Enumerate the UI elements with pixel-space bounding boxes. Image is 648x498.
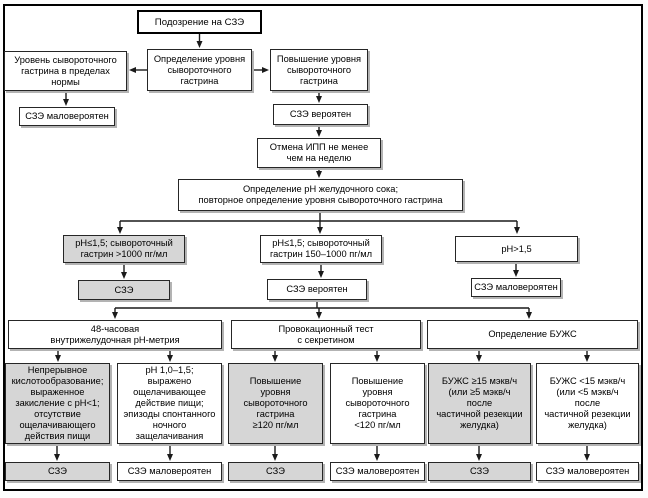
node-branch-high-gastrin: рН≤1,5; сывороточный гастрин >1000 пг/мл [63, 235, 185, 263]
node-test-secretin: Провокационный тест с секретином [231, 320, 421, 349]
node-result-sze-1: СЗЭ [5, 462, 110, 481]
node-result-unlikely-2: СЗЭ маловероятен [330, 462, 425, 481]
node-result-unlikely-3: СЗЭ маловероятен [536, 462, 639, 481]
node-suspicion: Подозрение на СЗЭ [137, 10, 262, 34]
node-result-unlikely-1: СЗЭ маловероятен [117, 462, 222, 481]
node-sze-likely-1: СЗЭ вероятен [273, 104, 368, 125]
node-sze-unlikely-1: СЗЭ маловероятен [19, 107, 115, 126]
node-branch-mid-gastrin: рН≤1,5; сывороточный гастрин 150–1000 пг… [260, 235, 382, 263]
node-branch-high-ph: рН>1,5 [455, 236, 578, 262]
node-serum-gastrin-test: Определение уровня сывороточного гастрин… [147, 49, 252, 91]
node-ppi-withdrawal: Отмена ИПП не менее чем на неделю [257, 138, 381, 168]
node-test-bao: Определение БУЖС [427, 320, 638, 349]
node-out-gastrin-rise-low: Повышение уровня сывороточного гастрина … [330, 363, 425, 444]
node-sze-likely-2: СЗЭ вероятен [267, 279, 367, 300]
node-out-continuous-acid: Непрерывное кислотообразование; выраженн… [5, 363, 110, 444]
node-sze-unlikely-2: СЗЭ маловероятен [471, 278, 561, 297]
node-sze-confirmed-1: СЗЭ [78, 280, 170, 300]
node-ph-gastrin-retest: Определение рН желудочного сока; повторн… [178, 179, 463, 211]
node-out-alkalizing: рН 1,0–1,5; выражено ощелачивающее дейст… [117, 363, 222, 444]
node-elevated-gastrin-level: Повышение уровня сывороточного гастрина [270, 49, 368, 91]
node-normal-gastrin-level: Уровень сывороточного гастрина в предела… [4, 51, 127, 91]
node-out-bao-high: БУЖС ≥15 мэкв/ч (или ≥5 мэкв/ч после час… [428, 363, 531, 444]
node-result-sze-2: СЗЭ [228, 462, 323, 481]
node-out-bao-low: БУЖС <15 мэкв/ч (или <5 мэкв/ч после час… [536, 363, 639, 444]
node-result-sze-3: СЗЭ [428, 462, 531, 481]
node-out-gastrin-rise-high: Повышение уровня сывороточного гастрина … [228, 363, 323, 444]
node-test-ph-metry: 48-часовая внутрижелудочная рН-метрия [8, 320, 222, 349]
